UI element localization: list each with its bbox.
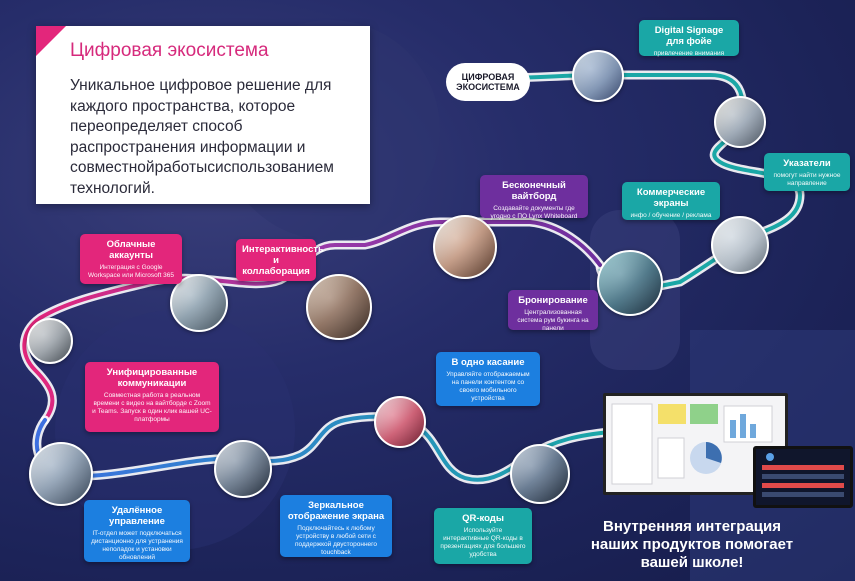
card-booking-title: Бронирование (518, 295, 588, 306)
card-qr-title: QR-коды (462, 513, 504, 524)
intro-card: Цифровая экосистема Уникальное цифровое … (36, 26, 370, 204)
photo-cloud (170, 274, 228, 332)
card-signs: Указатели помогут найти нужное направлен… (764, 153, 850, 191)
photo-remote (29, 442, 93, 506)
card-cloud-title: Облачные аккаунты (106, 239, 156, 261)
card-one-touch-desc: Управляйте отображаемым на панели контен… (446, 371, 530, 402)
card-mirroring-desc: Подключайтесь к любому устройству в любо… (294, 525, 378, 556)
intro-corner-accent (36, 26, 66, 56)
card-whiteboard: Бесконечный вайтборд Создавайте документ… (480, 175, 588, 220)
card-commercial: Коммерческие экраны инфо / обучение / ре… (622, 182, 720, 220)
card-interactive: Интерактивность и коллаборация (236, 239, 324, 281)
booking-panel-graphic (753, 446, 853, 508)
intro-body: Уникальное цифровое решение для каждого … (70, 77, 334, 197)
card-whiteboard-desc: Создавайте документы где угодно с ПО Lyn… (490, 205, 578, 220)
booking-panel-content (762, 453, 844, 497)
card-commercial-desc: инфо / обучение / реклама (630, 212, 712, 219)
card-remote: Удалённое управление IT-отдел может подк… (84, 500, 190, 562)
card-cloud-desc: Интеграция с Google Workspace или Micros… (87, 264, 175, 279)
photo-booking (597, 250, 663, 316)
card-commercial-title: Коммерческие экраны (636, 187, 706, 209)
card-booking-desc: Централизованная система рум букинга на … (517, 309, 589, 332)
photo-mirroring (214, 440, 272, 498)
card-digital-signage: Digital Signage для фойе привлечение вни… (639, 20, 739, 57)
card-uc-desc: Совместная работа в реальном времени с в… (92, 392, 212, 423)
photo-digital-signage (572, 50, 624, 102)
card-uc-title: Унифицированные коммуникации (106, 367, 198, 389)
card-digital-signage-title: Digital Signage для фойе (654, 25, 724, 47)
card-uc: Унифицированные коммуникации Совместная … (85, 362, 219, 432)
card-signs-desc: помогут найти нужное направление (773, 172, 841, 187)
card-whiteboard-title: Бесконечный вайтборд (502, 180, 566, 202)
card-qr: QR-коды Используйте интерактивные QR-код… (434, 508, 532, 564)
tagline: Внутренняя интеграция наших продуктов по… (590, 518, 794, 571)
card-interactive-title: Интерактивность и коллаборация (242, 244, 324, 277)
card-cloud: Облачные аккаунты Интеграция с Google Wo… (80, 234, 182, 284)
photo-interactive (306, 274, 372, 340)
intro-title: Цифровая экосистема (70, 40, 269, 61)
card-one-touch: В одно касание Управляйте отображаемым н… (436, 352, 540, 406)
photo-uc (27, 318, 73, 364)
photo-qr (510, 444, 570, 504)
card-mirroring: Зеркальное отображение экрана Подключайт… (280, 495, 392, 557)
photo-commercial (711, 216, 769, 274)
card-remote-title: Удалённое управление (109, 505, 165, 527)
photo-one-touch (374, 396, 426, 448)
card-booking: Бронирование Централизованная система ру… (508, 290, 598, 332)
photo-whiteboard (433, 215, 497, 279)
ecosystem-label: ЦИФРОВАЯ ЭКОСИСТЕМА (446, 63, 530, 101)
card-one-touch-title: В одно касание (451, 357, 525, 368)
card-remote-desc: IT-отдел может подключаться дистанционно… (91, 530, 183, 561)
card-qr-desc: Используйте интерактивные QR-коды в през… (440, 527, 526, 558)
card-signs-title: Указатели (783, 158, 831, 169)
whiteboard-screen-content (611, 403, 773, 485)
card-mirroring-title: Зеркальное отображение экрана (287, 500, 385, 522)
photo-signs (714, 96, 766, 148)
card-digital-signage-desc: привлечение внимания (653, 50, 725, 57)
